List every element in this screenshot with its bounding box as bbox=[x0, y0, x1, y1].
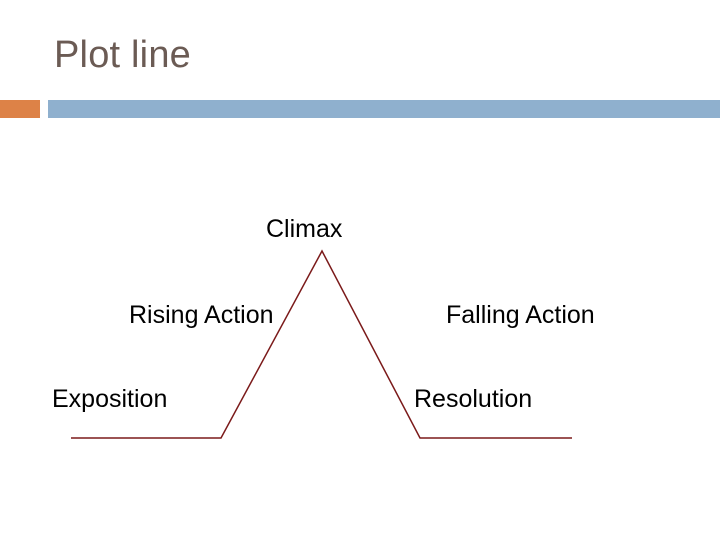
label-exposition: Exposition bbox=[52, 385, 168, 413]
label-resolution: Resolution bbox=[414, 385, 533, 413]
accent-bar-decoration bbox=[48, 100, 720, 118]
label-falling-action: Falling Action bbox=[446, 301, 595, 329]
accent-square-decoration bbox=[0, 100, 40, 118]
plot-arc-polyline bbox=[71, 249, 572, 439]
label-climax: Climax bbox=[266, 215, 343, 243]
label-rising-action: Rising Action bbox=[129, 301, 274, 329]
page-title: Plot line bbox=[54, 34, 191, 76]
